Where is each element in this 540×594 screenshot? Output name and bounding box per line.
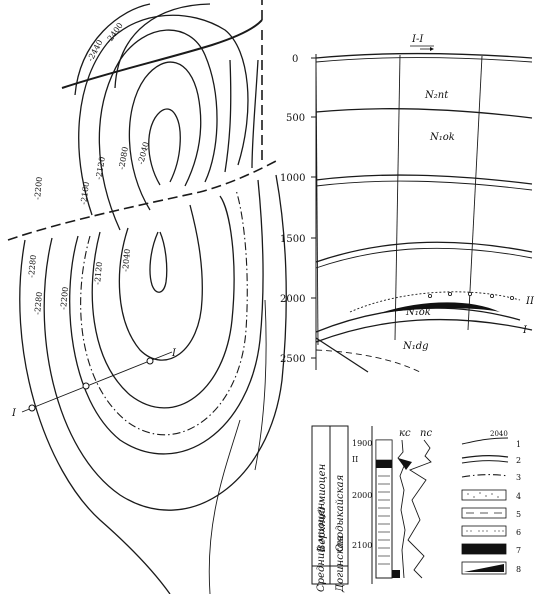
depth-tick-label: 2000 [280, 294, 305, 305]
formation-label: N₁ok [429, 132, 455, 143]
column-marker: II [352, 455, 358, 464]
depth-tick-label: 1500 [280, 234, 305, 245]
contour-labels: -2440 -2400 -2040 -2080 -2120 -2160 -220… [27, 21, 151, 315]
section-line-start-label: I [11, 408, 17, 419]
lower-stage-label: Догинская [335, 536, 346, 593]
cross-section: I-I 0 500 1000 1500 2000 2500 [280, 34, 535, 373]
legend: 2040 1 2 3 4 5 6 7 8 [461, 430, 521, 575]
formation-label: N₂nt [424, 90, 449, 101]
horizon-label: II [525, 296, 535, 307]
horizon-label: I [522, 325, 528, 336]
northern-block-contours [74, 3, 259, 231]
legend-item-number: 6 [516, 528, 521, 537]
column-depth: 1900 [352, 439, 372, 448]
formation-label: N₁dg [402, 341, 429, 352]
lower-series-label: Средний миоцен [316, 503, 327, 592]
log-label-ps: пс [420, 428, 432, 439]
stage-label: Окодыкайская [335, 475, 346, 552]
stratigraphic-column: Верхний миоцен Окодыкайская Средний миоц… [311, 425, 432, 593]
column-depth: 2000 [352, 491, 372, 500]
series-label: Верхний миоцен [317, 464, 328, 553]
legend-item-number: 1 [516, 440, 521, 449]
contour-label: -2200 [59, 286, 70, 310]
contour-label: -2160 [79, 181, 91, 205]
contour-label: -2200 [33, 176, 44, 200]
depth-tick-label: 0 [292, 54, 298, 65]
contour-label: -2120 [93, 261, 104, 285]
section-line-I-I: I I [11, 348, 177, 419]
contour-label: -2080 [117, 146, 130, 170]
legend-item-number: 3 [516, 473, 521, 482]
legend-item-number: 7 [516, 546, 521, 555]
southern-block-contours [19, 174, 287, 594]
structure-map: I I -2440 -2400 -2040 -2080 -2120 -2160 … [7, 0, 287, 594]
fault-line-central [7, 159, 279, 241]
depth-tick-label: 1000 [280, 173, 305, 184]
fault-line-north [61, 19, 263, 89]
contour-label: -2120 [94, 156, 107, 180]
contour-label: -2280 [27, 254, 38, 278]
legend-contour-sample: 2040 [490, 430, 508, 438]
contour-label: -2400 [104, 21, 125, 45]
horizon-II-markers [427, 291, 514, 300]
section-line-end-label: I [171, 348, 177, 359]
legend-item-number: 8 [516, 565, 521, 574]
contour-label: -2280 [33, 291, 44, 315]
oil-water-contact [80, 189, 248, 436]
depth-ticks: 0 500 1000 1500 2000 2500 [280, 54, 316, 365]
log-label-ks: кс [399, 428, 411, 439]
depth-tick-label: 500 [286, 113, 305, 124]
column-depth: 2100 [352, 541, 372, 550]
legend-item-number: 4 [516, 492, 521, 501]
legend-item-number: 5 [516, 510, 521, 519]
legend-item-number: 2 [516, 456, 521, 465]
depth-tick-label: 2500 [280, 354, 305, 365]
contour-label: -2040 [121, 248, 132, 272]
formation-label: N₁ok [405, 307, 431, 318]
section-wells [315, 54, 483, 346]
section-title: I-I [411, 34, 424, 45]
